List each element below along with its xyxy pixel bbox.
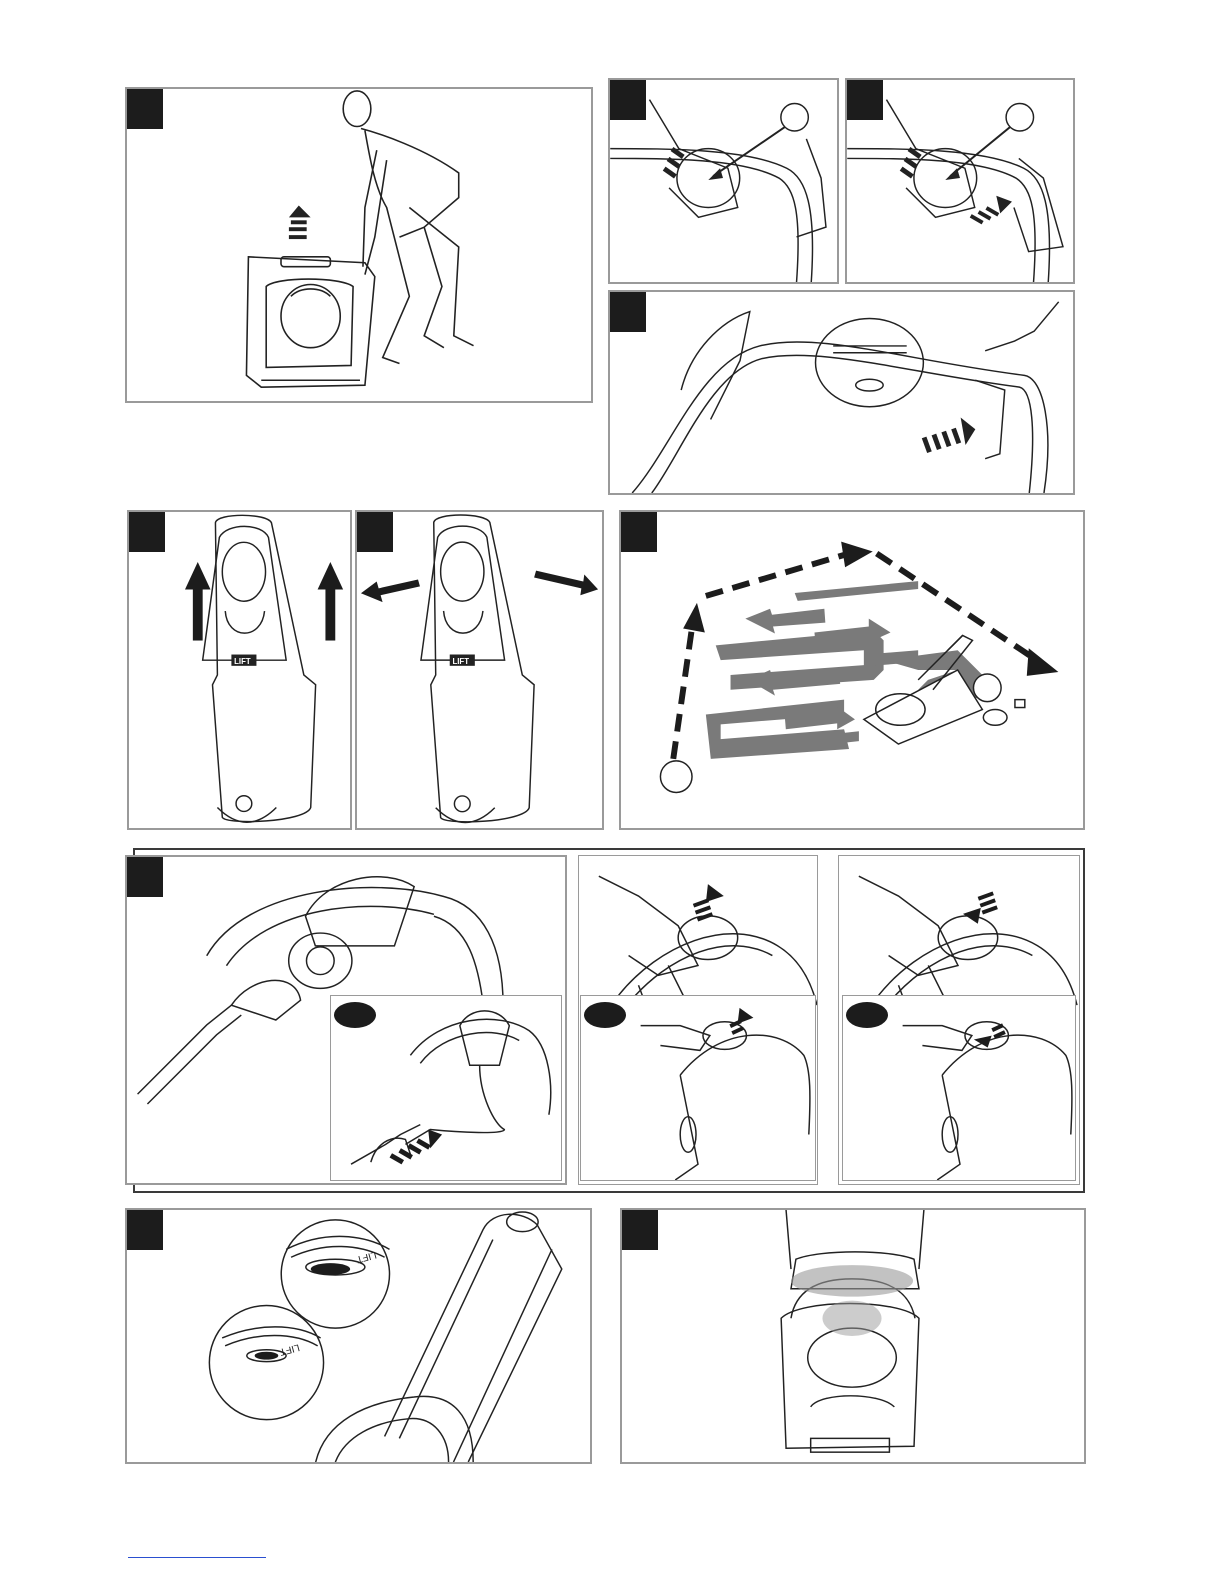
figure-8b-inset	[580, 995, 816, 1181]
mower-top-view-forward: LIFT	[129, 512, 350, 828]
handle-switch-squeeze-illustration	[847, 80, 1073, 282]
grass-collector-illustration	[622, 1210, 1084, 1462]
figure-2-panel	[608, 78, 839, 284]
figure-8c-inset	[842, 995, 1076, 1181]
footer-rule	[128, 1557, 266, 1558]
mowing-pattern-diagram	[621, 512, 1083, 828]
cable-unhook-inset-illustration	[843, 996, 1075, 1180]
figure-1-panel	[125, 87, 593, 403]
socket-callout	[973, 674, 1001, 702]
mower-top-view-sideways: LIFT	[357, 512, 602, 828]
figure-5-panel: LIFT	[127, 510, 352, 830]
figure-7-panel	[619, 510, 1085, 830]
figure-10-panel	[620, 1208, 1086, 1464]
handle-bar-grip-illustration	[610, 292, 1073, 493]
cable-hook-inset-illustration	[581, 996, 815, 1180]
callout-circle	[781, 104, 808, 131]
callout-circle	[1006, 104, 1033, 131]
zoom-circle-bottom	[209, 1305, 323, 1419]
man-lifting-mower-illustration	[127, 89, 591, 401]
svg-text:LIFT: LIFT	[278, 1341, 300, 1357]
figure-6-panel: LIFT	[355, 510, 604, 830]
handle-switch-press-illustration	[610, 80, 837, 282]
lift-button-detail-illustration: LIFT LIFT	[127, 1210, 590, 1462]
svg-text:LIFT: LIFT	[355, 1249, 377, 1265]
figure-8a-inset	[330, 995, 562, 1181]
figure-9-panel: LIFT LIFT	[125, 1208, 592, 1464]
sideways-arrows	[361, 571, 598, 602]
plug-insertion-inset-illustration	[331, 996, 561, 1180]
forward-arrows	[185, 562, 343, 641]
svg-text:LIFT: LIFT	[234, 657, 251, 666]
svg-text:LIFT: LIFT	[452, 657, 469, 666]
start-callout	[660, 761, 692, 793]
figure-3-panel	[845, 78, 1075, 284]
figure-4-panel	[608, 290, 1075, 495]
